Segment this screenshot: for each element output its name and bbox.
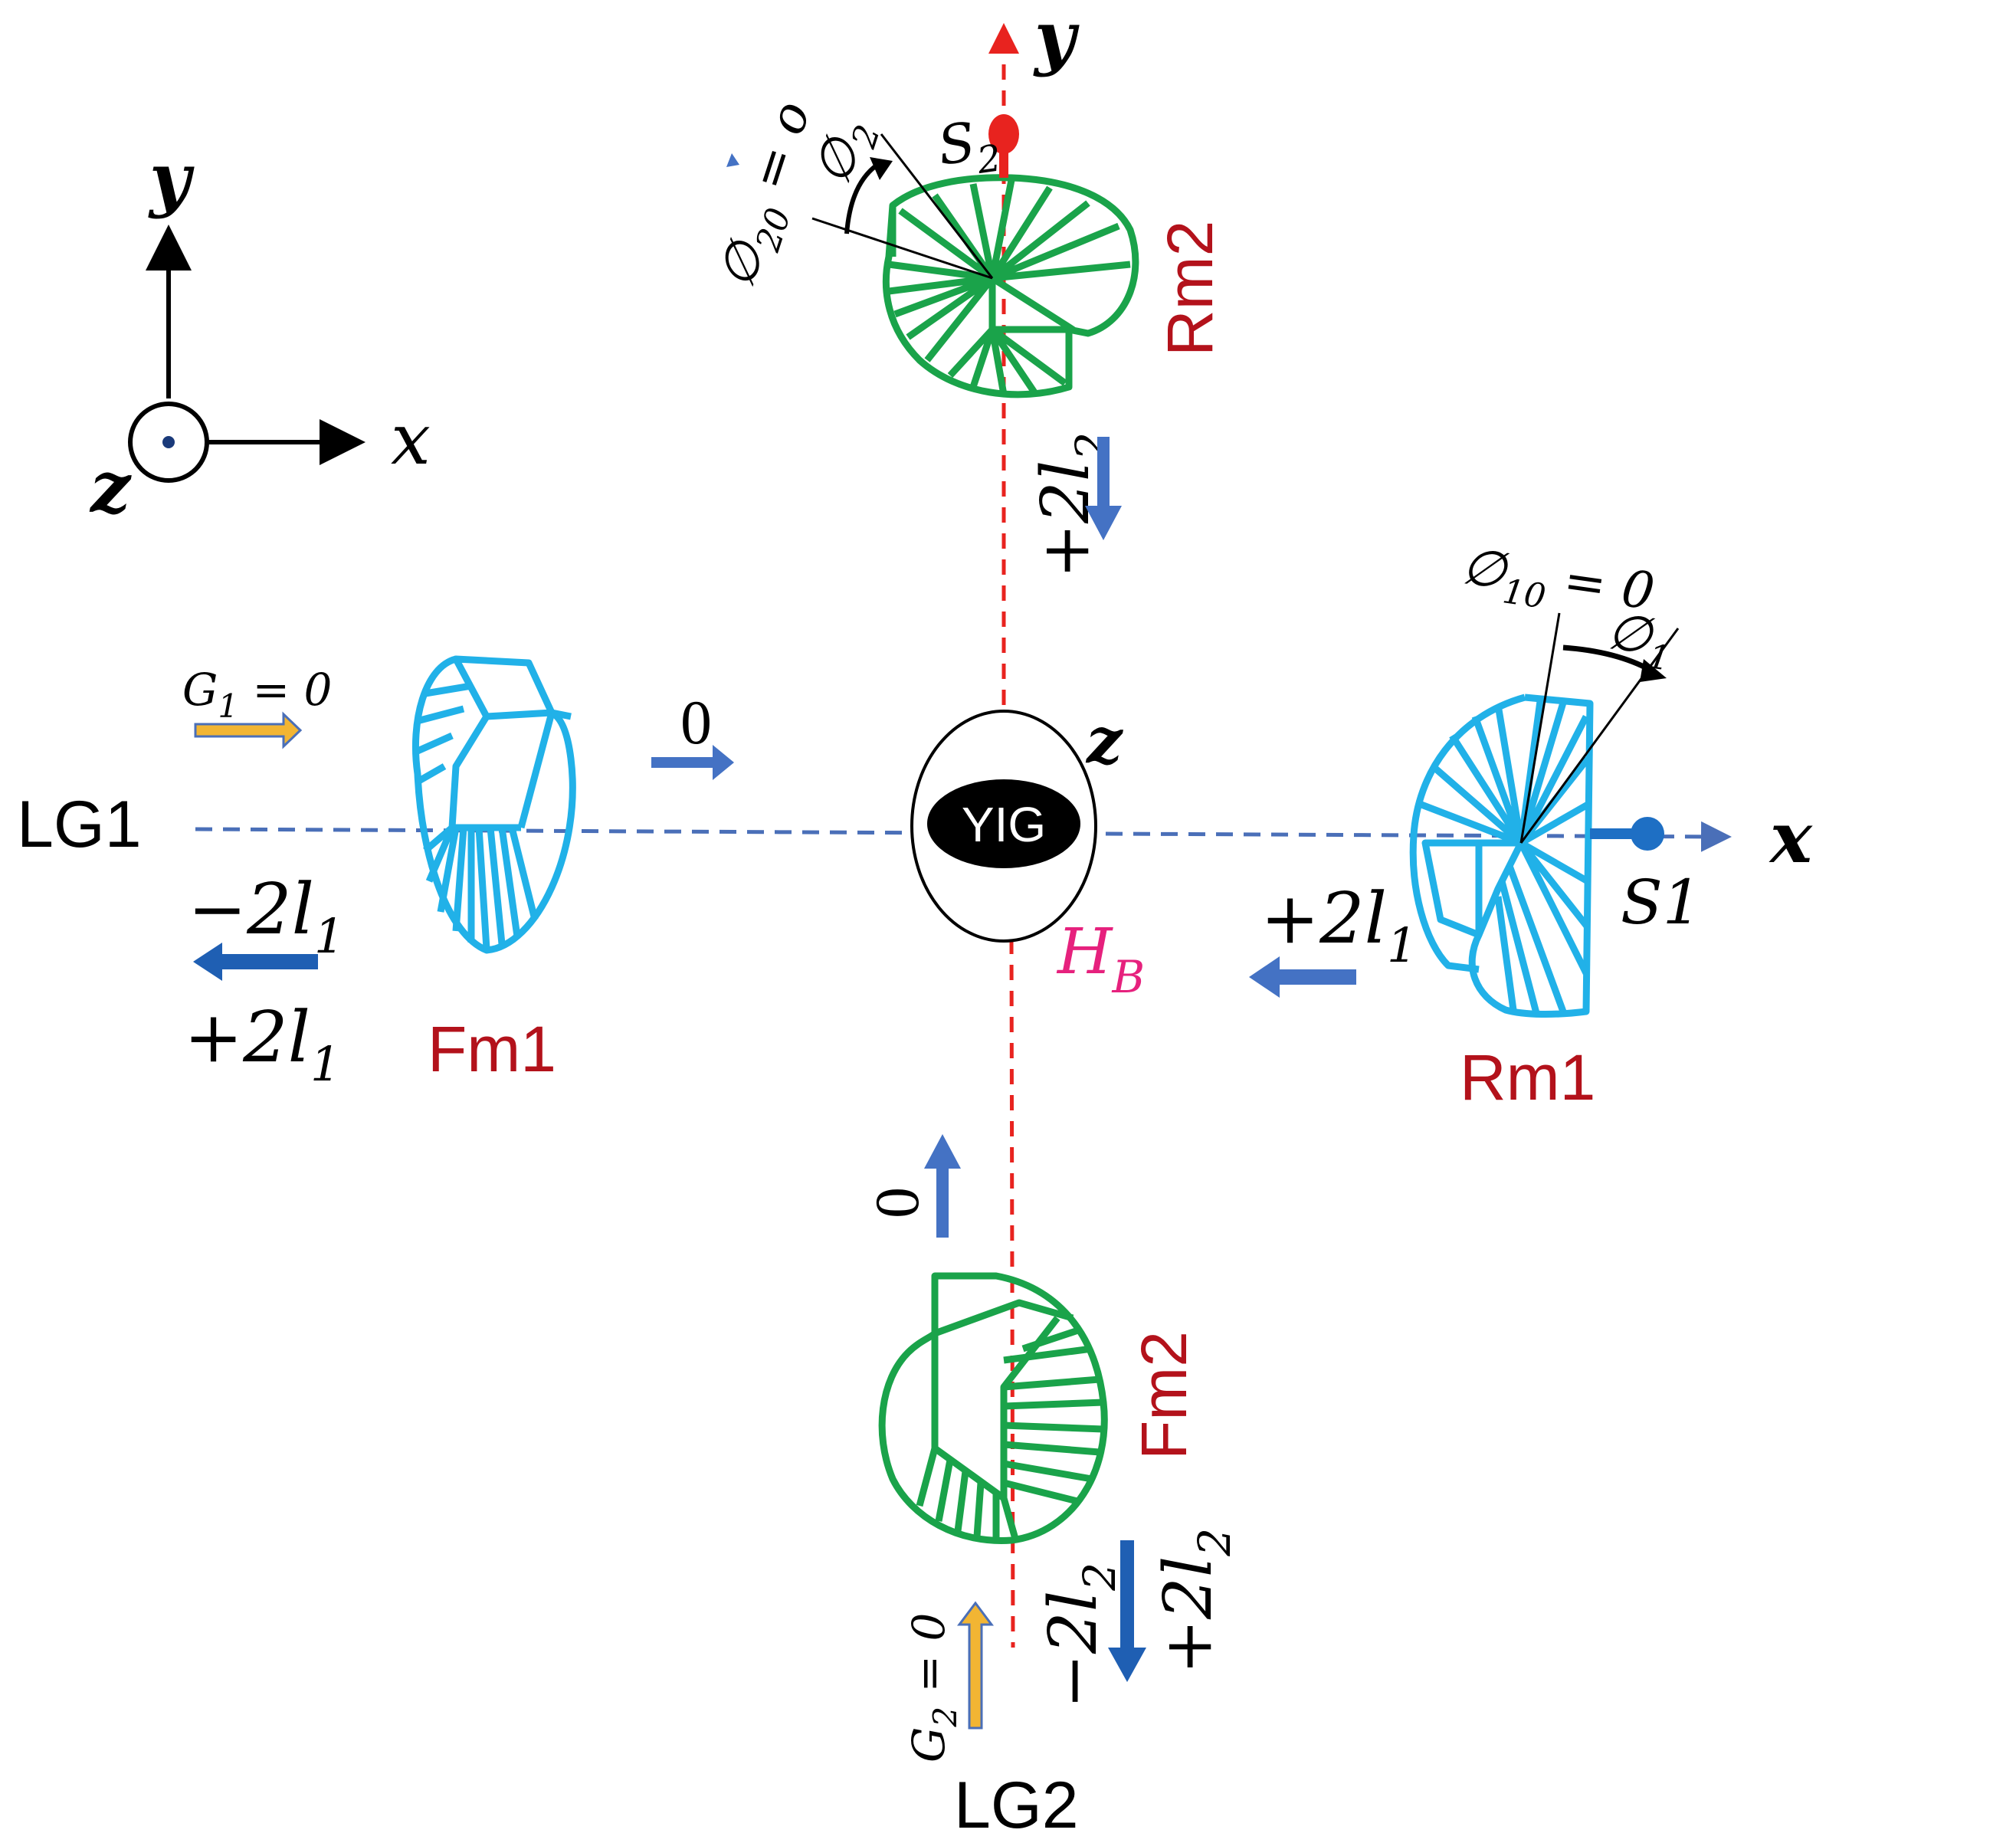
phi1-label: ∅1 xyxy=(1602,602,1677,679)
beam2-minus-2l2: −2l2 xyxy=(1035,1562,1126,1709)
icon-z-dot xyxy=(162,436,175,448)
rm2-label: Rm2 xyxy=(1154,221,1226,356)
beam2-plus-2l2: +2l2 xyxy=(1150,1528,1241,1674)
phi1-angle xyxy=(1519,612,1680,844)
s1-label: S1 xyxy=(1621,867,1702,938)
yig-sphere: YIG z HB xyxy=(910,704,1145,1003)
phi2-label: ∅2 xyxy=(802,111,888,195)
s2-spring xyxy=(988,114,1019,178)
icon-z-label: z xyxy=(89,446,132,529)
rm1-label: Rm1 xyxy=(1460,1041,1595,1113)
beam2-oam-zero: 0 xyxy=(862,1187,932,1218)
fm1-label: Fm1 xyxy=(428,1013,556,1085)
g1-yellow-arrow xyxy=(194,711,303,749)
icon-x-label: x xyxy=(391,398,431,480)
phi2-angle xyxy=(726,133,994,280)
g2-yellow-arrow xyxy=(957,1601,994,1730)
rm2-reflected-arrow xyxy=(1085,437,1122,540)
s1-spring xyxy=(1590,817,1664,851)
lg2-label: LG2 xyxy=(954,1769,1079,1833)
beam1-oam-zero: 0 xyxy=(680,687,712,757)
g1-label: G1 = 0 xyxy=(182,664,332,725)
phi10-label: ∅10 = 0 xyxy=(1457,536,1658,631)
bias-field-label: HB xyxy=(1056,916,1145,1003)
lg1-label: LG1 xyxy=(17,788,142,861)
g2-label: G2 = 0 xyxy=(903,1613,964,1762)
beam1-plus-2l1: +2l1 xyxy=(184,996,341,1092)
beam2-group: LG2 G2 = 0 0 −2l2 +2l2 +2l2 xyxy=(862,432,1241,1833)
coordinate-axes-icon: y x z xyxy=(89,137,431,529)
beam1-group: LG1 G1 = 0 0 −2l1 +2l1 +2l1 xyxy=(17,664,1418,1092)
rm2-mirror xyxy=(882,174,1139,398)
yig-core xyxy=(927,779,1080,868)
beam2-zero-arrow xyxy=(924,1134,961,1238)
fm2-mirror xyxy=(878,1272,1108,1544)
rm1-reflected-arrow xyxy=(1249,956,1356,998)
rm2-incoming-label: +2l2 xyxy=(1028,432,1118,579)
beam1-zero-arrow xyxy=(651,745,734,780)
s2-label: S2 xyxy=(934,107,1004,188)
yig-label: YIG xyxy=(962,797,1046,852)
fm2-label: Fm2 xyxy=(1128,1331,1200,1460)
beam2-out-arrow xyxy=(1108,1540,1146,1682)
x-axis-label: x xyxy=(1769,796,1813,879)
beam1-out-arrow xyxy=(193,943,318,981)
y-axis-lower xyxy=(1009,938,1015,1648)
fm1-mirror xyxy=(412,655,576,954)
rm1-incoming-label: +2l1 xyxy=(1260,877,1418,973)
beam1-minus-2l1: −2l1 xyxy=(188,868,345,964)
yig-z-label: z xyxy=(1085,704,1123,778)
icon-y-label: y xyxy=(148,137,195,220)
icon-z-circle xyxy=(128,402,209,483)
phi20-label: ∅20 = o xyxy=(706,94,831,298)
rm1-mirror xyxy=(1409,694,1594,1018)
y-axis-label: y xyxy=(1033,0,1080,78)
